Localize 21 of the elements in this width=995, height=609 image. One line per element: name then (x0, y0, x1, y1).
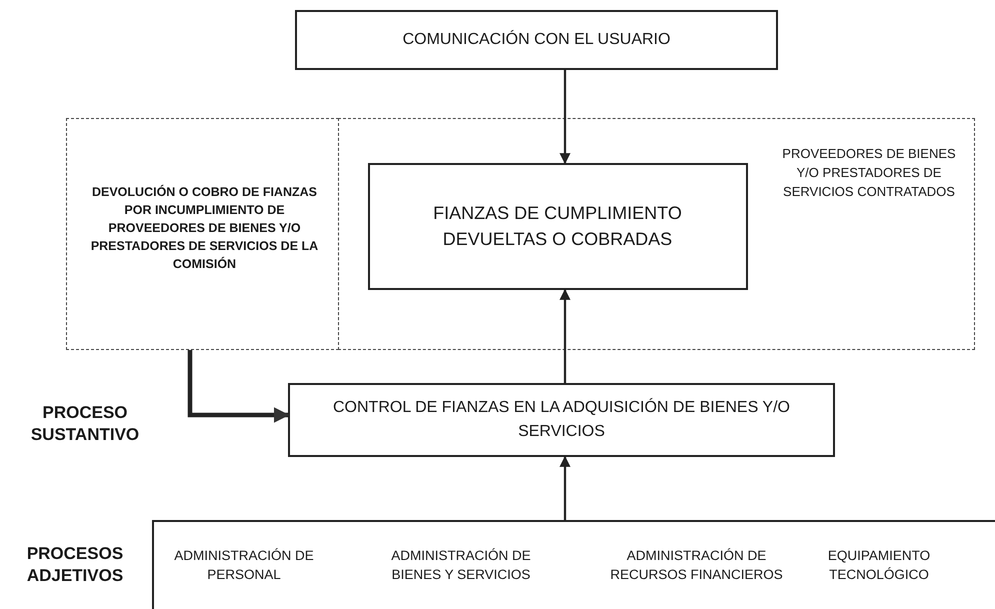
process-box (295, 10, 778, 70)
dashed-region (338, 118, 975, 350)
section-label: PROCESOS ADJETIVOS (26, 543, 124, 587)
region-description: DEVOLUCIÓN O COBRO DE FIANZAS POR INCUMPLIMIENTO DE PROVEEDORES DE BIENES Y/O PRESTADORES DE SERVICIOS DE LA COMISIÓN (90, 184, 320, 273)
section-label: PROCESO SUSTANTIVO (30, 402, 140, 446)
arrow (560, 70, 570, 164)
box-label: FIANZAS DE CUMPLIMIENTO DEVUELTAS O COBRADAS (432, 202, 683, 251)
dashed-region (66, 118, 339, 350)
region-description: PROVEEDORES DE BIENES Y/O PRESTADORES DE SERVICIOS CONTRATADOS (781, 145, 957, 201)
arrow (560, 288, 570, 383)
process-name: ADMINISTRACIÓN DE BIENES Y SERVICIOS (390, 547, 532, 584)
arrow (188, 350, 290, 423)
box-label: COMUNICACIÓN CON EL USUARIO (402, 29, 672, 50)
process-band (152, 520, 995, 609)
process-box (368, 162, 748, 290)
process-name: EQUIPAMIENTO TECNOLÓGICO (826, 547, 932, 584)
process-name: ADMINISTRACIÓN DE RECURSOS FINANCIEROS (609, 547, 784, 584)
box-label: CONTROL DE FIANZAS EN LA ADQUISICIÓN DE BIENES Y/O SERVICIOS (332, 397, 791, 442)
process-name: ADMINISTRACIÓN DE PERSONAL (174, 547, 314, 584)
process-box (288, 383, 835, 457)
arrow (560, 456, 570, 520)
